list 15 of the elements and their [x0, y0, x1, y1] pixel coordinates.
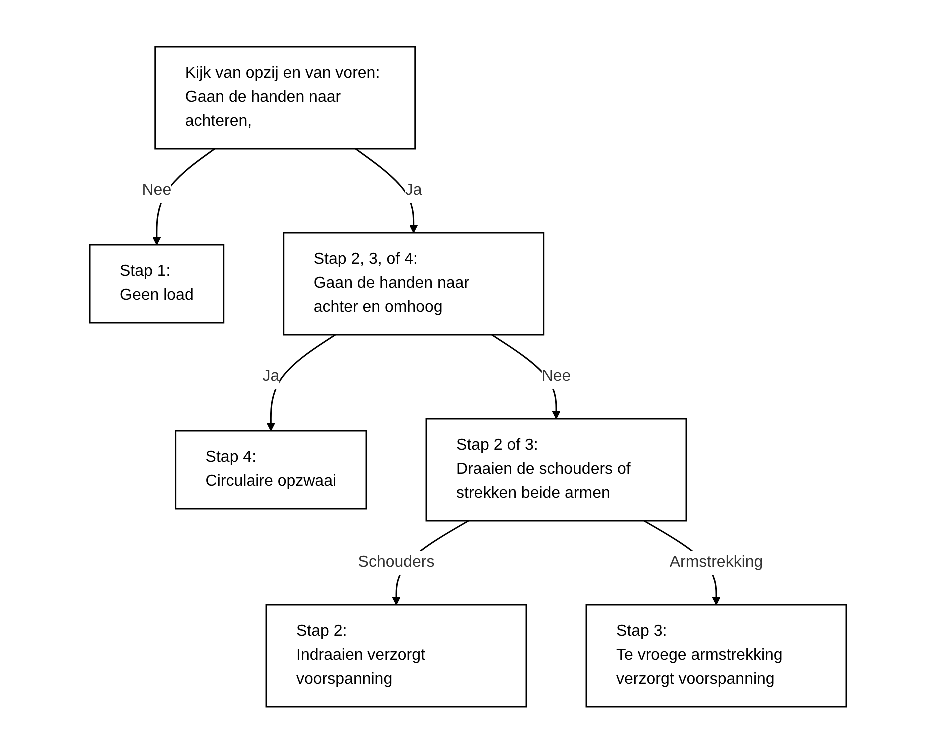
edge-label: Nee [142, 181, 172, 198]
node-box: Stap 2, 3, of 4: Gaan de handen naar achter en omhoog [282, 232, 544, 336]
node-box: Stap 1: Geen load [89, 244, 224, 324]
edge-label: Schouders [358, 553, 435, 570]
node-box: Kijk van opzij en van voren: Gaan de handen naar achteren, [154, 46, 416, 150]
node-box: Stap 2 of 3: Draaien de schouders of strekken beide armen [426, 418, 687, 522]
edge-label: Nee [542, 367, 571, 384]
arrow [266, 334, 336, 431]
arrow [355, 148, 418, 233]
node-box: Stap 2: Indraaien verzorgt voorspanning [266, 604, 527, 708]
node-box: Stap 4: Circulaire opzwaai [174, 430, 367, 510]
node-box: Stap 3: Te vroege armstrekking verzorgt voorspanning [586, 604, 847, 708]
edge-label: Ja [262, 367, 280, 384]
edge-label: Armstrekking [670, 553, 763, 570]
edge-label: Ja [405, 181, 422, 198]
